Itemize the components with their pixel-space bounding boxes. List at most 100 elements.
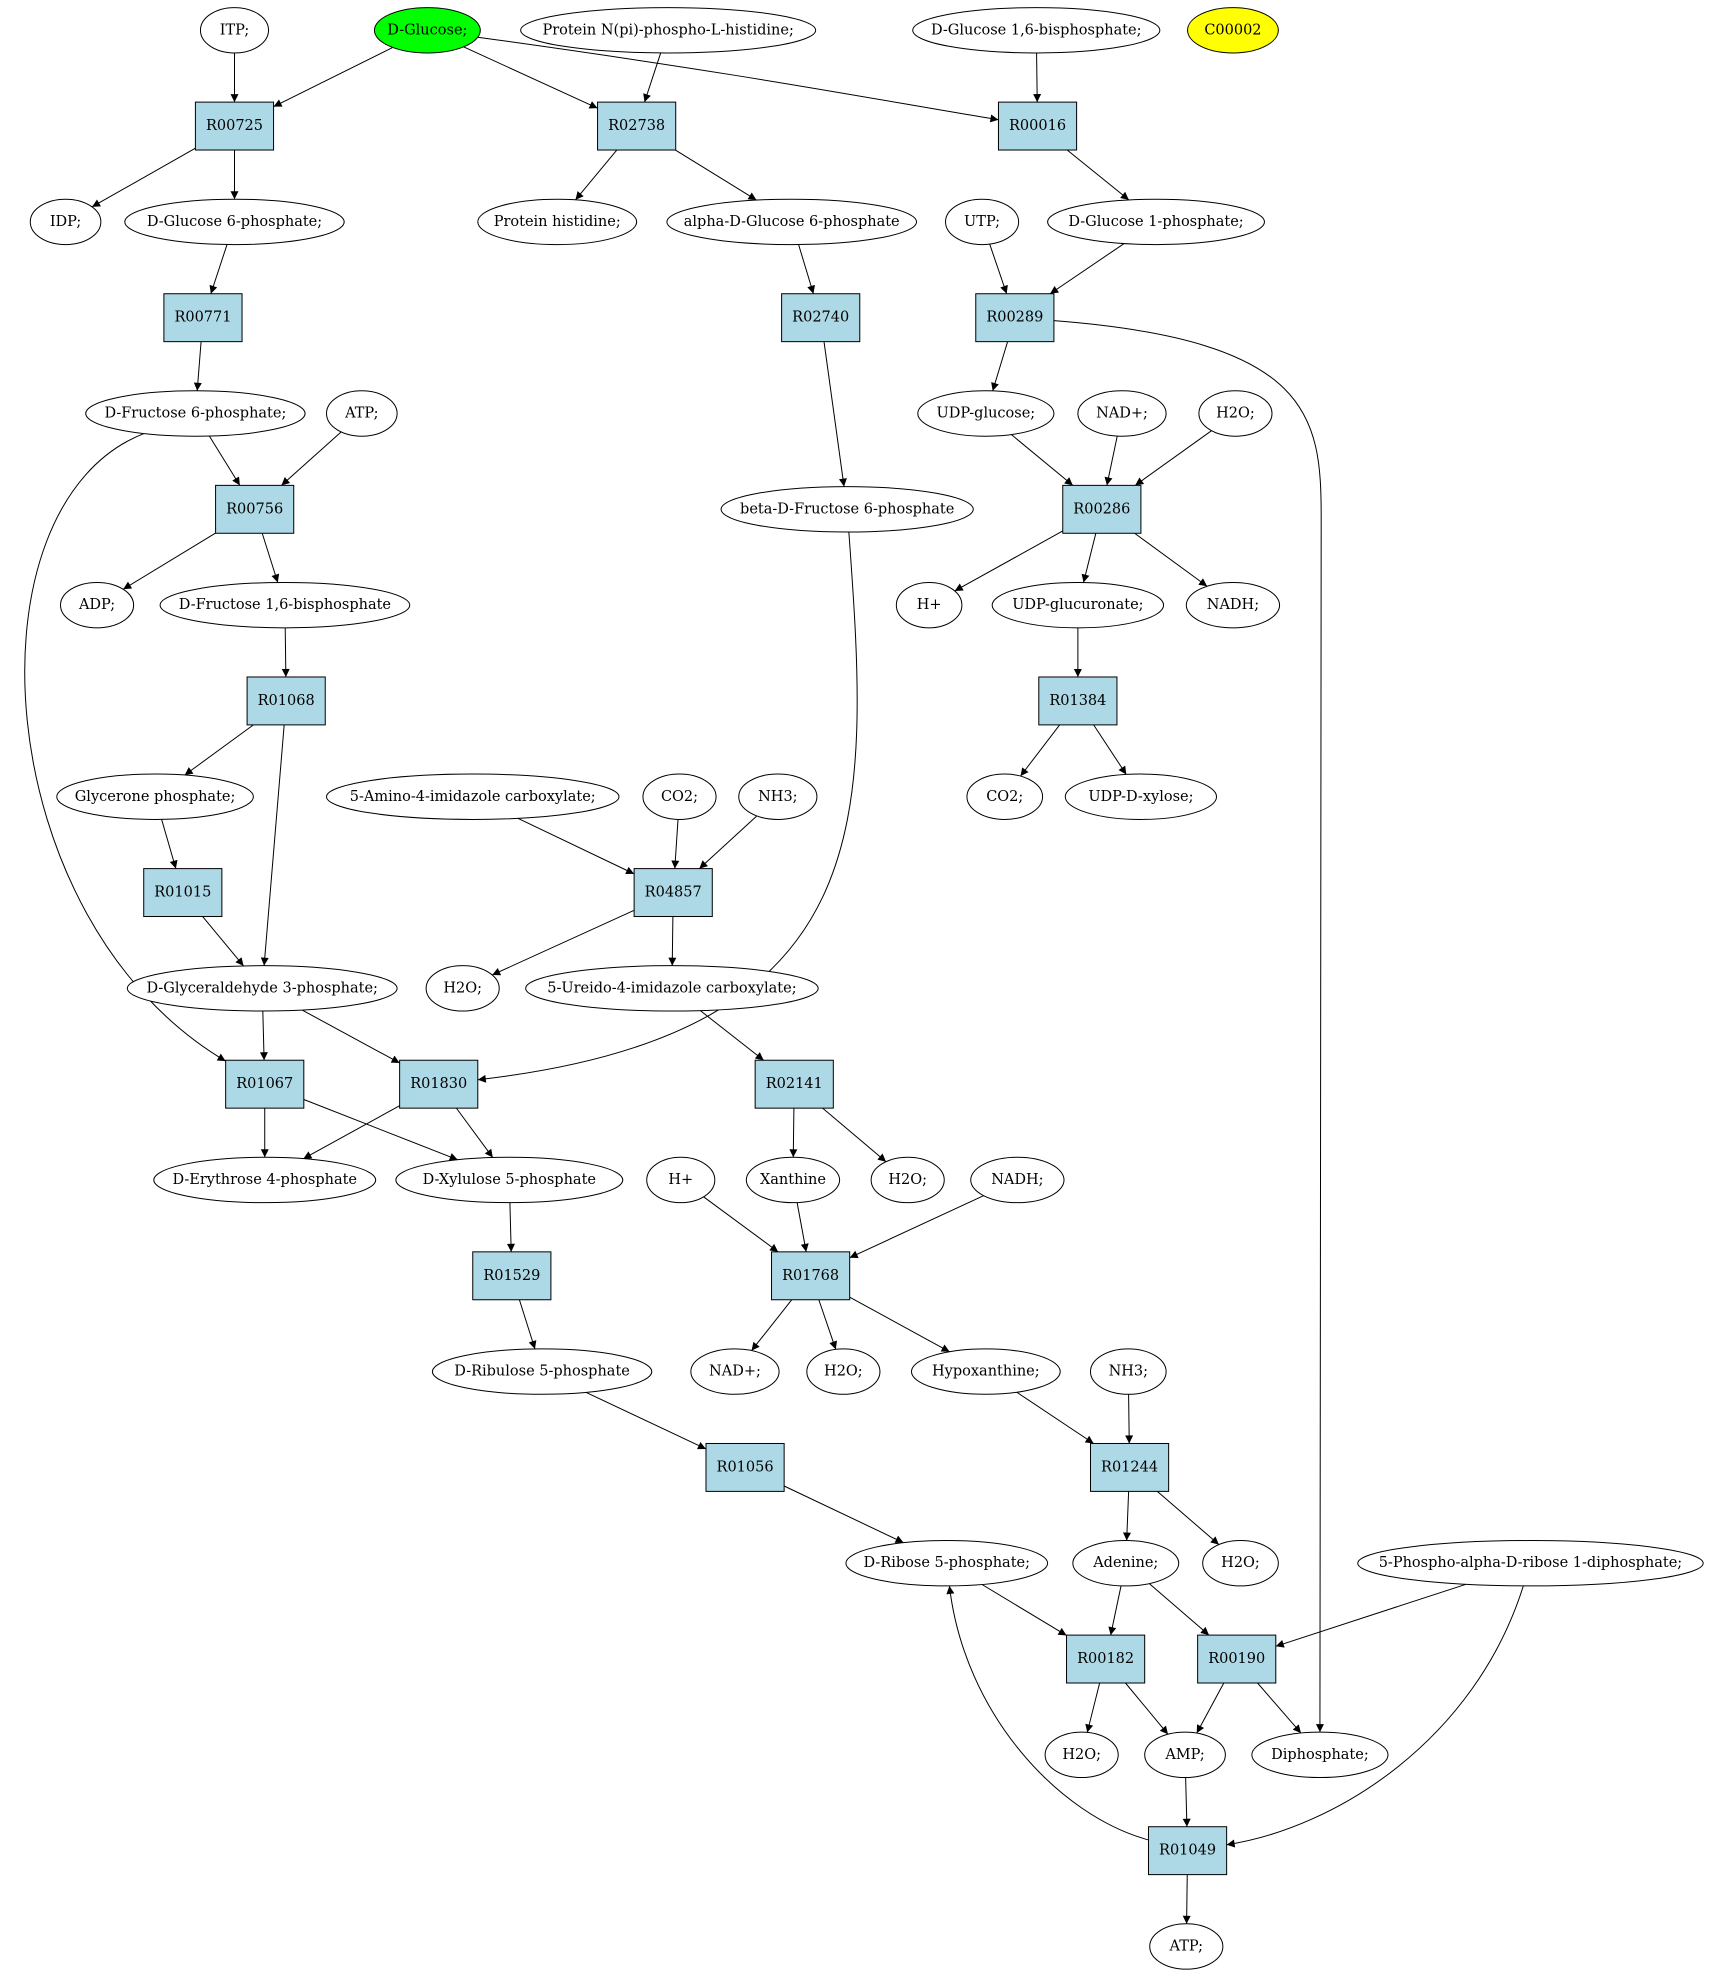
node-shape: [597, 101, 677, 151]
node-label: Diphosphate;: [1271, 1747, 1369, 1763]
compound-node-nh3b[interactable]: NH3;: [1089, 1348, 1167, 1395]
compound-node-amp[interactable]: AMP;: [1144, 1731, 1226, 1779]
edge-dglucose-to-r02738: [463, 46, 598, 109]
compound-node-atp2[interactable]: ATP;: [1149, 1923, 1224, 1970]
compound-node-glyp[interactable]: Glycerone phosphate;: [56, 773, 254, 820]
compound-node-df16bp[interactable]: D-Fructose 1,6-bisphosphate: [159, 581, 411, 629]
compound-node-diphos[interactable]: Diphosphate;: [1251, 1731, 1389, 1779]
reaction-node-r01244[interactable]: R01244: [1089, 1442, 1170, 1492]
node-shape: [85, 390, 306, 437]
reaction-node-r00190[interactable]: R00190: [1197, 1634, 1277, 1684]
node-shape: [720, 486, 974, 533]
reaction-node-r01830[interactable]: R01830: [399, 1059, 479, 1109]
reaction-node-r01384[interactable]: R01384: [1038, 676, 1118, 726]
reaction-node-r01067[interactable]: R01067: [225, 1059, 305, 1109]
node-shape: [60, 581, 135, 629]
compound-node-udpglcu[interactable]: UDP-glucuronate;: [991, 581, 1165, 629]
node-shape: [633, 868, 713, 918]
compound-node-prothis[interactable]: Protein histidine;: [477, 198, 638, 246]
compound-node-nadh2[interactable]: NADH;: [970, 1156, 1065, 1204]
reaction-node-r01068[interactable]: R01068: [246, 676, 326, 726]
reaction-node-r00016[interactable]: R00016: [997, 101, 1078, 151]
compound-node-dg1p[interactable]: D-Glucose 1-phosphate;: [1047, 198, 1265, 246]
compound-node-dg16bp[interactable]: D-Glucose 1,6-bisphosphate;: [912, 7, 1161, 54]
edge-r01830-to-dx5p: [455, 1107, 494, 1158]
compound-node-co2a[interactable]: CO2;: [642, 773, 717, 820]
node-shape: [525, 965, 819, 1012]
node-label: R01244: [1101, 1459, 1158, 1475]
reaction-node-r01049[interactable]: R01049: [1147, 1826, 1228, 1876]
reaction-node-r00182[interactable]: R00182: [1066, 1634, 1146, 1684]
reaction-node-r00725[interactable]: R00725: [194, 101, 275, 151]
node-label: Glycerone phosphate;: [75, 789, 236, 805]
node-label: NAD+;: [1096, 406, 1148, 422]
compound-node-co2b[interactable]: CO2;: [966, 773, 1044, 820]
compound-node-drib5p[interactable]: D-Ribose 5-phosphate;: [845, 1540, 1049, 1587]
compound-node-dga3p[interactable]: D-Glyceraldehyde 3-phosphate;: [126, 965, 398, 1012]
compound-node-h2o1[interactable]: H2O;: [1198, 390, 1273, 437]
edge-df6p-to-r01067: [24, 433, 226, 1062]
reaction-node-r02738[interactable]: R02738: [597, 101, 677, 151]
reaction-node-r01768[interactable]: R01768: [771, 1251, 851, 1301]
compound-node-atp1[interactable]: ATP;: [326, 390, 398, 437]
node-shape: [1038, 676, 1118, 726]
compound-node-hp1[interactable]: H+: [895, 581, 963, 629]
compound-node-adenine[interactable]: Adenine;: [1072, 1540, 1180, 1587]
compound-node-nadp2[interactable]: NAD+;: [690, 1348, 780, 1395]
compound-node-df6p[interactable]: D-Fructose 6-phosphate;: [85, 390, 306, 437]
compound-node-prpp[interactable]: 5-Phospho-alpha-D-ribose 1-diphosphate;: [1357, 1540, 1704, 1587]
node-shape: [912, 7, 1161, 54]
node-shape: [1197, 1634, 1277, 1684]
compound-node-adg6p[interactable]: alpha-D-Glucose 6-phosphate: [666, 198, 918, 246]
compound-node-h2o6[interactable]: H2O;: [1044, 1731, 1119, 1779]
compound-node-dr5p[interactable]: D-Ribulose 5-phosphate: [431, 1348, 653, 1395]
edge-nh3b-to-r01244: [1125, 1394, 1134, 1444]
compound-node-itp[interactable]: ITP;: [199, 7, 270, 54]
node-shape: [945, 198, 1020, 246]
compound-node-udpglc[interactable]: UDP-glucose;: [917, 390, 1055, 437]
reaction-node-r02141[interactable]: R02141: [754, 1059, 834, 1109]
compound-node-h2o4[interactable]: H2O;: [806, 1348, 881, 1395]
compound-node-aica[interactable]: 5-Amino-4-imidazole carboxylate;: [326, 773, 620, 820]
reaction-node-r04857[interactable]: R04857: [633, 868, 713, 918]
compound-node-h2o3[interactable]: H2O;: [870, 1156, 945, 1204]
reaction-node-r01015[interactable]: R01015: [143, 868, 223, 918]
compound-node-c00002[interactable]: C00002: [1187, 7, 1279, 54]
compound-node-nadp1[interactable]: NAD+;: [1077, 390, 1167, 437]
edge-dg6p-to-r00771: [209, 244, 228, 294]
edge-adenine-to-r00182: [1108, 1585, 1122, 1636]
compound-node-uica[interactable]: 5-Ureido-4-imidazole carboxylate;: [525, 965, 819, 1012]
compound-node-nh3a[interactable]: NH3;: [738, 773, 818, 820]
reaction-node-r00289[interactable]: R00289: [975, 293, 1055, 343]
compound-node-hp2[interactable]: H+: [646, 1156, 716, 1204]
node-label: R02141: [766, 1076, 823, 1092]
reaction-node-r00286[interactable]: R00286: [1062, 484, 1142, 534]
node-label: D-Fructose 6-phosphate;: [104, 406, 286, 422]
compound-node-hypox[interactable]: Hypoxanthine;: [910, 1348, 1061, 1395]
compound-node-udpxyl[interactable]: UDP-D-xylose;: [1064, 773, 1218, 820]
compound-node-adp[interactable]: ADP;: [60, 581, 135, 629]
reaction-node-r01529[interactable]: R01529: [472, 1251, 552, 1301]
compound-node-h2o5[interactable]: H2O;: [1202, 1540, 1279, 1587]
edge-r00756-to-df16bp: [261, 533, 280, 583]
node-shape: [1147, 1826, 1228, 1876]
reaction-node-r01056[interactable]: R01056: [705, 1442, 785, 1492]
compound-node-bdf6p[interactable]: beta-D-Fructose 6-phosphate: [720, 486, 974, 533]
node-label: Adenine;: [1092, 1555, 1158, 1571]
node-label: H2O;: [1216, 406, 1255, 422]
compound-node-dx5p[interactable]: D-Xylulose 5-phosphate: [395, 1156, 624, 1204]
reaction-node-r00756[interactable]: R00756: [215, 484, 295, 534]
node-label: 5-Amino-4-imidazole carboxylate;: [350, 789, 596, 805]
node-shape: [1149, 1923, 1224, 1970]
compound-node-nadh1[interactable]: NADH;: [1185, 581, 1281, 629]
compound-node-xanth[interactable]: Xanthine: [745, 1156, 841, 1204]
reaction-node-r00771[interactable]: R00771: [163, 293, 243, 343]
compound-node-dg6p[interactable]: D-Glucose 6-phosphate;: [124, 198, 345, 246]
compound-node-h2o2[interactable]: H2O;: [425, 965, 500, 1012]
reaction-node-r02740[interactable]: R02740: [781, 293, 861, 343]
compound-node-de4p[interactable]: D-Erythrose 4-phosphate: [153, 1156, 377, 1204]
compound-node-dglucose[interactable]: D-Glucose;: [373, 7, 481, 54]
compound-node-utp[interactable]: UTP;: [945, 198, 1020, 246]
compound-node-idp[interactable]: IDP;: [29, 198, 102, 246]
compound-node-protnp[interactable]: Protein N(pi)-phospho-L-histidine;: [520, 7, 817, 54]
